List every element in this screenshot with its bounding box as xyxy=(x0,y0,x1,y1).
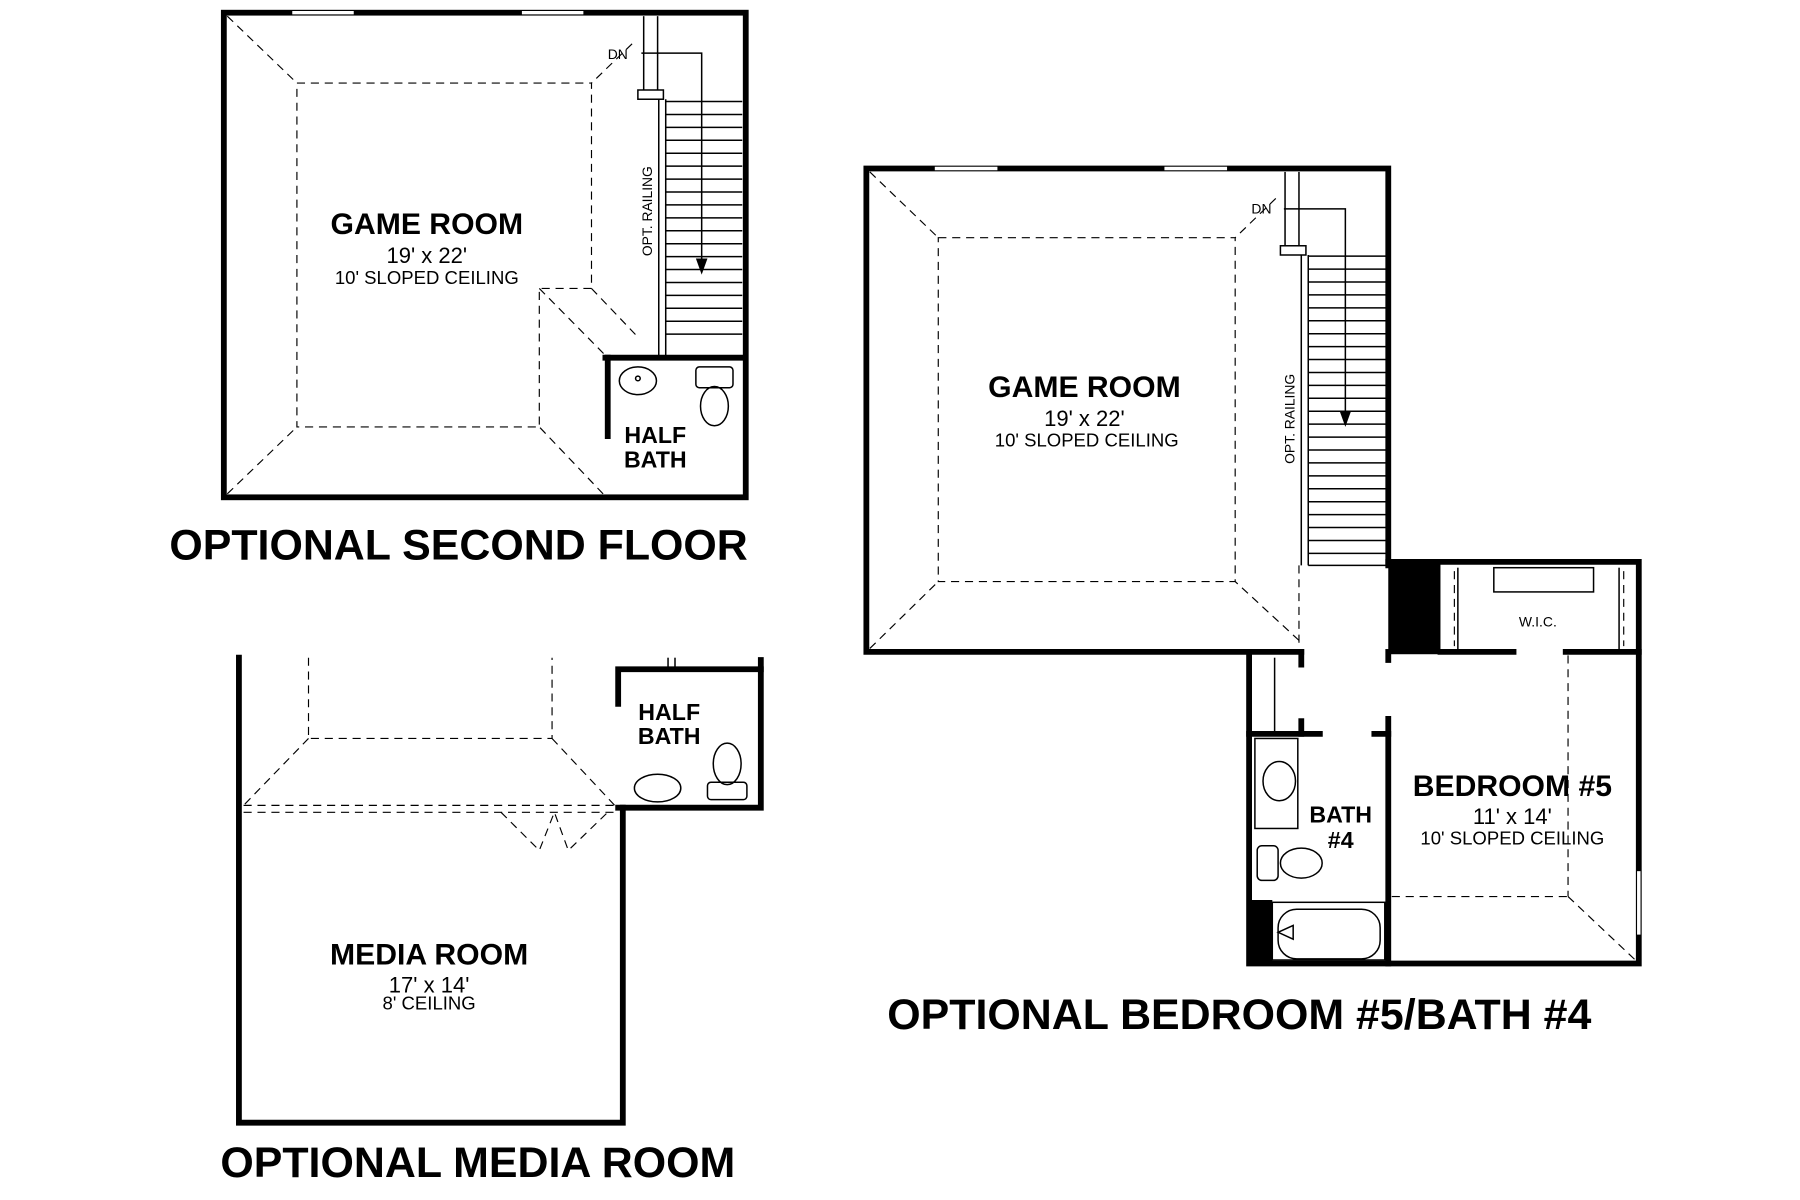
toilet-icon xyxy=(1256,845,1323,882)
media-room-walls xyxy=(236,654,626,1126)
media-room-ceiling: 8' CEILING xyxy=(383,993,476,1014)
half-bath: HALF BATH xyxy=(602,354,747,472)
plan-title: OPTIONAL MEDIA ROOM xyxy=(220,1139,735,1187)
half-bath-walls xyxy=(615,657,764,811)
bath-label: #4 xyxy=(1328,827,1354,853)
vanity xyxy=(1254,737,1299,830)
sink-icon xyxy=(618,366,658,396)
bathtub-icon xyxy=(1271,901,1386,961)
toilet-icon xyxy=(706,742,748,801)
game-room-label: GAME ROOM xyxy=(988,371,1181,404)
half-bath-label: HALF xyxy=(638,699,700,725)
ceiling-lines xyxy=(243,657,616,852)
toilet-icon xyxy=(695,366,734,427)
staircase: DN OPT. RAILING xyxy=(608,16,743,356)
half-bath-label: HALF xyxy=(624,422,686,448)
game-room-walls xyxy=(863,165,1392,655)
staircase: DN OPT. RAILING xyxy=(1251,171,1386,567)
wic-closet: W.I.C. xyxy=(1453,566,1625,650)
stair-dn-label: DN xyxy=(608,46,628,62)
game-room-label: GAME ROOM xyxy=(331,208,524,241)
plan-second-floor: DN OPT. RAILING HALF BATH GAME ROOM 19' … xyxy=(169,9,749,570)
bedroom-ceiling: 10' SLOPED CEILING xyxy=(1420,828,1604,849)
media-room-label: MEDIA ROOM xyxy=(330,939,528,972)
bath-label: BATH xyxy=(1309,802,1372,828)
half-bath-label: BATH xyxy=(638,723,701,749)
sink-icon xyxy=(633,773,682,803)
stair-dn-label: DN xyxy=(1251,200,1271,216)
sloped-ceiling-lines xyxy=(226,15,636,495)
plan-bedroom5-bath4: DN OPT. RAILING W.I.C. xyxy=(863,165,1642,1039)
opt-railing-label: OPT. RAILING xyxy=(639,166,655,256)
sink-icon xyxy=(1262,760,1297,802)
half-bath-label: BATH xyxy=(624,446,687,472)
bedroom-walls xyxy=(1385,559,1642,967)
game-room-ceiling: 10' SLOPED CEILING xyxy=(335,267,519,288)
bedroom-size: 11' x 14' xyxy=(1473,804,1552,829)
media-room-size: 17' x 14' xyxy=(389,972,470,997)
wic-label: W.I.C. xyxy=(1519,614,1557,630)
plan-media-room: HALF BATH MEDIA ROOM 17' x 14' 8' CEILIN… xyxy=(220,654,764,1187)
game-room-size: 19' x 22' xyxy=(386,243,467,268)
bedroom-label: BEDROOM #5 xyxy=(1413,770,1612,803)
game-room-ceiling: 10' SLOPED CEILING xyxy=(995,430,1179,451)
bedroom-ceiling-lines xyxy=(1391,655,1636,961)
plan-title: OPTIONAL SECOND FLOOR xyxy=(169,522,748,570)
game-room-walls xyxy=(220,9,749,501)
opt-railing-label: OPT. RAILING xyxy=(1281,374,1297,464)
sloped-ceiling-lines xyxy=(869,171,1300,649)
plan-title: OPTIONAL BEDROOM #5/BATH #4 xyxy=(887,991,1591,1039)
game-room-size: 19' x 22' xyxy=(1044,406,1125,431)
wall-block xyxy=(1388,561,1441,655)
